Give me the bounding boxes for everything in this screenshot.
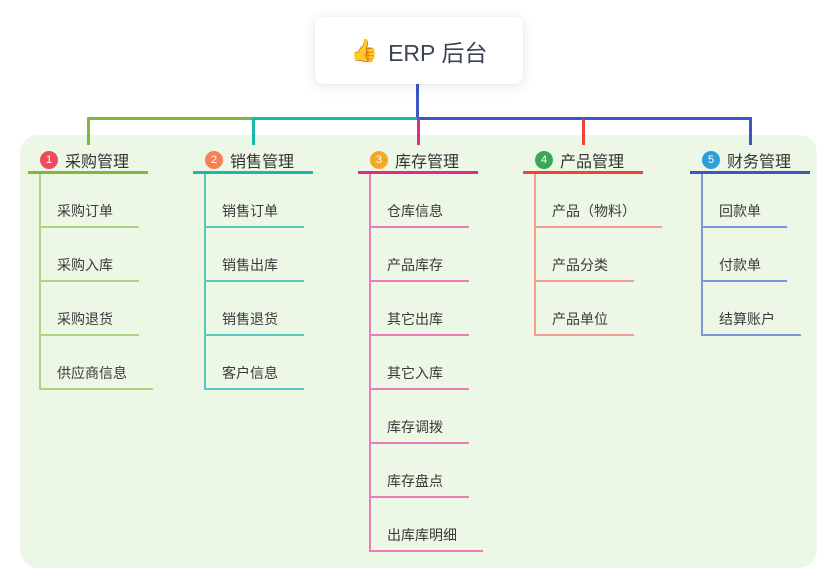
mindmap-subnode[interactable]: 库存调拨 — [371, 390, 483, 444]
subnode-label: 销售订单 — [206, 201, 304, 228]
mindmap-subnode[interactable]: 产品单位 — [536, 282, 662, 336]
thumbs-up-icon: 👍 — [350, 37, 379, 63]
mindmap-subnode[interactable]: 产品分类 — [536, 228, 662, 282]
connector-line — [251, 119, 255, 145]
root-node[interactable]: 👍 ERP 后台 — [315, 17, 523, 84]
subnode-label: 产品（物料） — [536, 201, 662, 228]
connector-line — [416, 119, 420, 145]
subnode-label: 采购订单 — [41, 201, 139, 228]
mindmap-subnode[interactable]: 采购订单 — [41, 174, 153, 228]
subnode-label: 产品分类 — [536, 255, 634, 282]
connector-line — [416, 84, 419, 120]
branch-label: 财务管理 — [727, 153, 792, 171]
branch-3: 3 库存管理 仓库信息产品库存其它出库其它入库库存调拨库存盘点出库库明细 — [358, 148, 508, 552]
subnode-label: 其它出库 — [371, 309, 469, 336]
connector-line — [86, 119, 90, 145]
branch-header[interactable]: 5 财务管理 — [690, 148, 810, 174]
branch-number-badge: 2 — [205, 150, 223, 169]
root-title: ERP 后台 — [388, 39, 488, 66]
subnode-label: 出库库明细 — [371, 525, 483, 552]
subnode-label: 销售退货 — [206, 309, 304, 336]
subnode-label: 采购退货 — [41, 309, 139, 336]
subnode-label: 产品单位 — [536, 309, 634, 336]
mindmap-subnode[interactable]: 结算账户 — [703, 282, 801, 336]
mindmap-subnode[interactable]: 销售订单 — [206, 174, 304, 228]
mindmap-subnode[interactable]: 采购退货 — [41, 282, 153, 336]
mindmap-subnode[interactable]: 其它出库 — [371, 282, 483, 336]
connector-line — [416, 117, 752, 120]
subnode-label: 采购入库 — [41, 255, 139, 282]
subnode-label: 回款单 — [703, 201, 787, 228]
subnode-label: 产品库存 — [371, 255, 469, 282]
subnode-label: 其它入库 — [371, 363, 469, 390]
mindmap-subnode[interactable]: 出库库明细 — [371, 498, 483, 552]
mindmap-subnode[interactable]: 供应商信息 — [41, 336, 153, 390]
branch-number-badge: 1 — [40, 150, 58, 169]
branch-1: 1 采购管理 采购订单采购入库采购退货供应商信息 — [28, 148, 178, 390]
branch-label: 销售管理 — [230, 153, 295, 171]
subnode-label: 销售出库 — [206, 255, 304, 282]
branch-number-badge: 3 — [370, 150, 388, 169]
connector-line — [748, 119, 752, 145]
subnode-label: 客户信息 — [206, 363, 304, 390]
branch-subtree: 回款单付款单结算账户 — [701, 174, 801, 336]
branch-header[interactable]: 3 库存管理 — [358, 148, 478, 174]
subnode-label: 仓库信息 — [371, 201, 469, 228]
subnode-label: 供应商信息 — [41, 363, 153, 390]
mindmap-subnode[interactable]: 销售退货 — [206, 282, 304, 336]
background-panel — [20, 135, 817, 568]
branch-subtree: 仓库信息产品库存其它出库其它入库库存调拨库存盘点出库库明细 — [369, 174, 483, 552]
mindmap-subnode[interactable]: 仓库信息 — [371, 174, 483, 228]
branch-header[interactable]: 2 销售管理 — [193, 148, 313, 174]
branch-number-badge: 4 — [535, 150, 553, 169]
subnode-label: 结算账户 — [703, 309, 801, 336]
branch-subtree: 销售订单销售出库销售退货客户信息 — [204, 174, 304, 390]
mindmap-subnode[interactable]: 产品库存 — [371, 228, 483, 282]
connector-line — [251, 117, 417, 120]
branch-2: 2 销售管理 销售订单销售出库销售退货客户信息 — [193, 148, 343, 390]
branch-label: 产品管理 — [560, 153, 625, 171]
connector-line — [86, 117, 252, 120]
mindmap-subnode[interactable]: 客户信息 — [206, 336, 304, 390]
subnode-label: 付款单 — [703, 255, 787, 282]
branch-number-badge: 5 — [702, 150, 720, 169]
branch-label: 库存管理 — [395, 153, 460, 171]
mindmap-subnode[interactable]: 其它入库 — [371, 336, 483, 390]
mindmap-subnode[interactable]: 销售出库 — [206, 228, 304, 282]
subnode-label: 库存盘点 — [371, 471, 469, 498]
branch-header[interactable]: 1 采购管理 — [28, 148, 148, 174]
mindmap-subnode[interactable]: 产品（物料） — [536, 174, 662, 228]
branch-header[interactable]: 4 产品管理 — [523, 148, 643, 174]
branch-subtree: 采购订单采购入库采购退货供应商信息 — [39, 174, 153, 390]
branch-subtree: 产品（物料） 产品分类产品单位 — [534, 174, 662, 336]
connector-line — [581, 119, 585, 145]
mindmap-subnode[interactable]: 库存盘点 — [371, 444, 483, 498]
branch-label: 采购管理 — [65, 153, 130, 171]
branch-4: 4 产品管理 产品（物料） 产品分类产品单位 — [523, 148, 673, 336]
mindmap-subnode[interactable]: 回款单 — [703, 174, 801, 228]
subnode-label: 库存调拨 — [371, 417, 469, 444]
mindmap-subnode[interactable]: 采购入库 — [41, 228, 153, 282]
branch-5: 5 财务管理 回款单付款单结算账户 — [690, 148, 839, 336]
mindmap-subnode[interactable]: 付款单 — [703, 228, 801, 282]
